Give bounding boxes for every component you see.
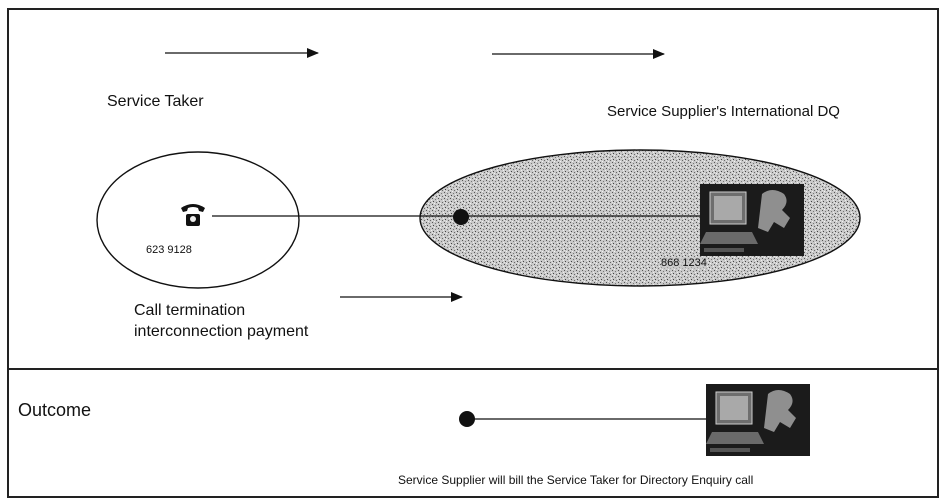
outcome-endpoint-dot [459,411,475,427]
diagram-frame [7,8,939,498]
call-endpoint-dot [453,209,469,225]
outcome-caption: Service Supplier will bill the Service T… [398,473,754,487]
telephone-icon [181,204,205,226]
payment-label-line2: interconnection payment [134,323,309,340]
service-taker-label: Service Taker [107,93,204,110]
payment-label-line1: Call termination [134,302,246,319]
computer-operator-icon [706,384,810,456]
computer-operator-icon [700,184,804,256]
outcome-title: Outcome [18,400,92,420]
panel-divider [7,368,939,370]
supplier-number: 868 1234 [661,257,707,269]
supplier-label: Service Supplier's International DQ [607,103,840,120]
taker-number: 623 9128 [146,244,192,256]
